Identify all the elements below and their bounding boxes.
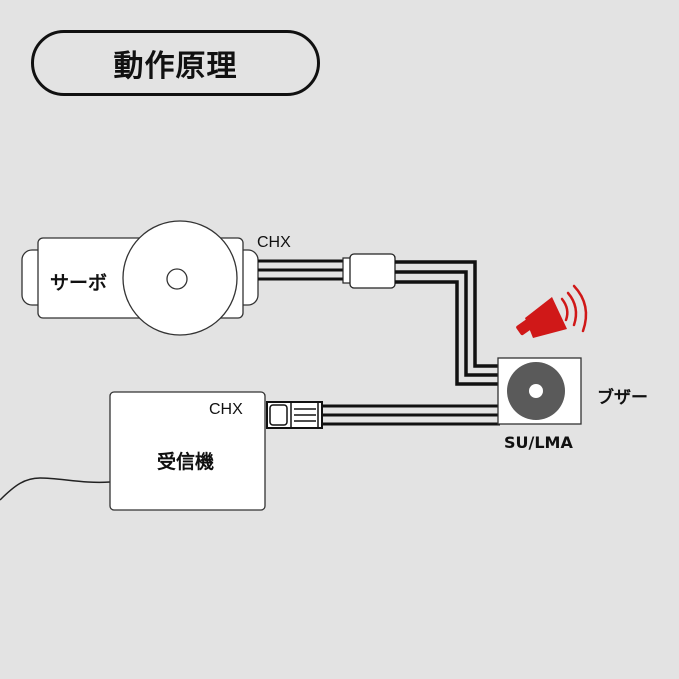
receiver-label: 受信機 (157, 451, 215, 473)
page-title: 動作原理 (113, 49, 238, 84)
buzzer-input-cable (395, 260, 500, 386)
receiver-plug (266, 401, 323, 429)
antenna-wire (0, 477, 111, 501)
servo-horn-center (166, 268, 188, 290)
servo-channel-label: CHX (257, 234, 291, 251)
buzzer-label: ブザー (597, 388, 648, 408)
speaker-sound-icon (516, 284, 588, 338)
receiver-box (109, 391, 266, 511)
receiver-cable (322, 404, 500, 426)
servo (21, 220, 259, 336)
title-pill: 動作原理 (31, 30, 320, 96)
servo-cable (258, 259, 345, 281)
receiver-channel-label: CHX (209, 401, 243, 418)
servo-connector (349, 253, 396, 289)
buzzer-disc-hole (529, 384, 543, 398)
servo-label: サーボ (50, 272, 108, 294)
buzzer-model-label: SU/LMA (504, 433, 573, 452)
